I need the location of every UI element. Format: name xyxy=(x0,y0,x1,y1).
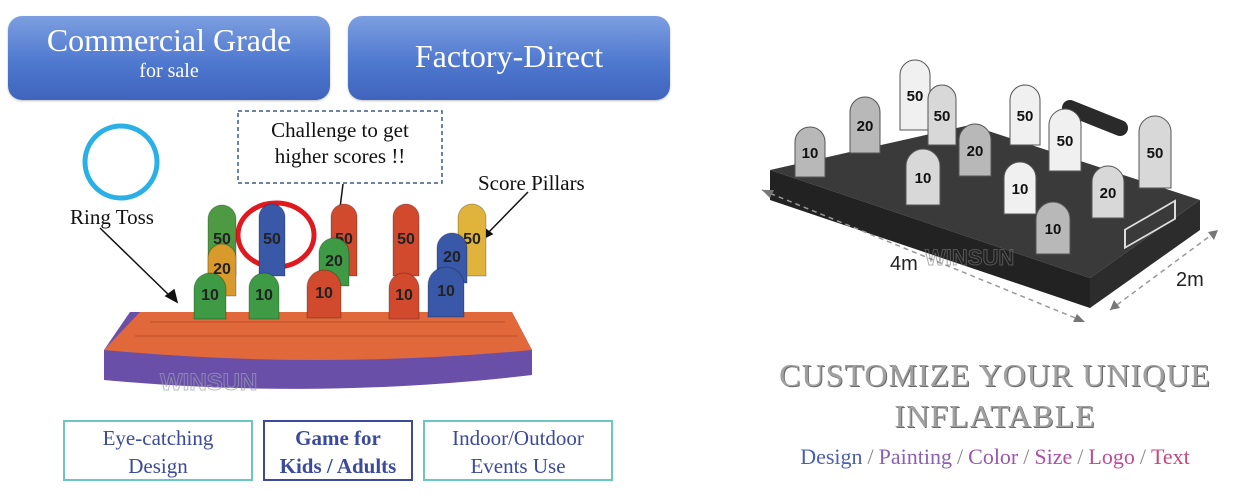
feature-game-for-line-2: Kids / Adults xyxy=(279,454,397,478)
right-pillar: 50 xyxy=(1048,108,1082,172)
watermark-left: WINSUN xyxy=(160,369,257,396)
score-pillars-right: 50 50 20 50 10 20 50 50 10 10 20 10 xyxy=(794,59,1172,255)
left-pillar: 10 xyxy=(193,272,227,320)
right-pillar: 50 xyxy=(927,84,957,146)
option-separator: / xyxy=(957,444,964,469)
blue-ring xyxy=(82,123,160,201)
option-size: Size xyxy=(1034,444,1073,469)
left-pillar-score: 20 xyxy=(443,249,461,266)
left-pillar-score: 10 xyxy=(395,287,413,304)
left-pillar-score: 20 xyxy=(325,253,343,270)
feature-indoor-outdoor-line-2: Events Use xyxy=(470,454,566,478)
base-front xyxy=(770,170,1090,308)
right-pillar-score: 50 xyxy=(1057,133,1074,150)
right-pillar-score: 20 xyxy=(1100,185,1117,202)
left-pillar-score: 50 xyxy=(213,231,231,248)
customize-line-1: CUSTOMIZE YOUR UNIQUE xyxy=(779,357,1211,393)
customize-line-2: INFLATABLE xyxy=(894,398,1096,434)
right-pillar-score: 50 xyxy=(1017,108,1034,125)
option-separator: / xyxy=(1077,444,1084,469)
factory-direct-title: Factory-Direct xyxy=(414,38,604,74)
right-pillar: 10 xyxy=(905,148,941,206)
product-render-illustration: 50 50 20 50 10 20 50 50 10 10 20 10 4m 2m WINSUN xyxy=(761,59,1219,323)
feature-indoor-outdoor: Indoor/Outdoor Events Use xyxy=(423,420,613,481)
option-color: Color xyxy=(968,444,1019,469)
option-painting: Painting xyxy=(878,444,953,469)
left-pillar-score: 50 xyxy=(263,231,281,248)
left-pillar-score: 10 xyxy=(201,287,219,304)
right-pillar: 10 xyxy=(1035,201,1071,255)
option-separator: / xyxy=(1023,444,1030,469)
left-pillar: 10 xyxy=(248,272,280,320)
right-pillar-score: 10 xyxy=(1012,181,1029,198)
left-pillar: 10 xyxy=(427,266,465,318)
challenge-callout-box xyxy=(237,110,443,184)
left-pillar-score: 50 xyxy=(463,231,481,248)
right-pillar: 10 xyxy=(794,126,826,178)
right-pillar-score: 10 xyxy=(915,170,932,187)
base-top xyxy=(770,125,1200,278)
right-pillar-score: 20 xyxy=(857,118,874,135)
right-pillar-score: 50 xyxy=(934,108,951,125)
left-pillar: 50 xyxy=(392,203,420,277)
feature-eye-catching-line-1: Eye-catching xyxy=(102,426,214,450)
dimension-length: 4m xyxy=(890,253,918,275)
right-pillar: 50 xyxy=(1009,84,1041,146)
left-pillar-score: 20 xyxy=(213,261,231,278)
option-separator: / xyxy=(1139,444,1146,469)
right-pillar-score: 10 xyxy=(1045,221,1062,238)
right-pillar: 20 xyxy=(958,123,992,177)
right-pillar-score: 50 xyxy=(907,88,924,105)
challenge-callout-text: Challenge to get higher scores !! xyxy=(238,117,442,170)
ring-toss-label: Ring Toss xyxy=(70,205,154,229)
factory-direct-banner: Factory-Direct xyxy=(348,16,670,100)
challenge-line-2: higher scores !! xyxy=(274,144,406,169)
feature-game-for: Game for Kids / Adults xyxy=(263,420,413,481)
feature-game-for-line-1: Game for xyxy=(295,426,381,450)
dimension-width: 2m xyxy=(1176,269,1204,291)
right-pillar: 50 xyxy=(1138,115,1172,189)
base-side xyxy=(1090,200,1200,308)
feature-eye-catching: Eye-catching Design xyxy=(63,420,253,481)
right-pillar: 10 xyxy=(1003,161,1037,215)
left-pillar: 50 xyxy=(258,203,286,277)
option-text: Text xyxy=(1150,444,1190,469)
dimension-lines xyxy=(761,189,1219,323)
right-pillar-score: 20 xyxy=(967,143,984,160)
left-pillar: 10 xyxy=(306,269,342,319)
right-pillar-score: 50 xyxy=(1147,145,1164,162)
option-separator: / xyxy=(867,444,874,469)
watermark-right: WINSUN xyxy=(925,245,1014,270)
score-pillars-label: Score Pillars xyxy=(478,171,585,195)
left-pillar-score: 50 xyxy=(397,231,415,248)
challenge-line-1: Challenge to get xyxy=(271,118,409,142)
right-pillar-score: 10 xyxy=(802,145,819,162)
right-pillar: 50 xyxy=(899,59,931,131)
commercial-grade-banner: Commercial Grade for sale xyxy=(8,16,330,100)
commercial-grade-title: Commercial Grade xyxy=(46,22,292,58)
customization-options: Design/Painting/Color/Size/Logo/Text xyxy=(745,444,1239,470)
option-design: Design xyxy=(800,444,863,469)
left-pillar: 10 xyxy=(388,272,420,320)
right-pillar: 20 xyxy=(849,96,881,154)
left-pillar-score: 10 xyxy=(437,283,455,300)
option-logo: Logo xyxy=(1088,444,1135,469)
commercial-grade-subtitle: for sale xyxy=(139,60,199,82)
left-pillar-score: 10 xyxy=(255,287,273,304)
right-pillar: 20 xyxy=(1091,165,1125,219)
feature-indoor-outdoor-line-1: Indoor/Outdoor xyxy=(452,426,584,450)
feature-eye-catching-line-2: Design xyxy=(128,454,188,478)
left-pillar-score: 10 xyxy=(315,285,333,302)
